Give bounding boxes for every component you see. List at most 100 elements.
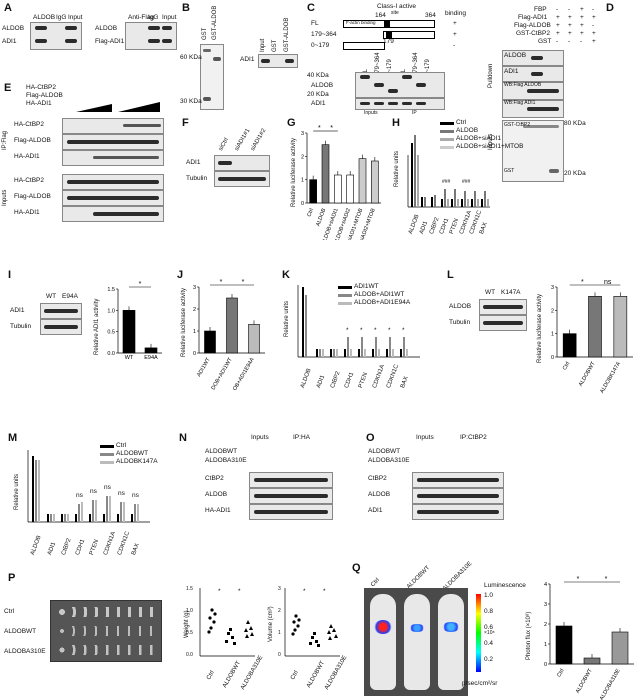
row-label: ALDOB [504, 52, 527, 59]
western-blot [502, 82, 564, 100]
construct-bar [383, 31, 435, 39]
condition-label: FBP [534, 6, 547, 13]
western-blot [502, 66, 564, 82]
legend-entry: ALDOB+siADI1 [456, 135, 501, 142]
condition-label: Flag-ADI1 [518, 14, 548, 21]
row-label: Flag-ADI1 [95, 38, 125, 45]
y-tick-label: 2 [551, 308, 554, 314]
bar [334, 174, 342, 204]
panel-label: J [177, 269, 184, 281]
col-label: E94A [62, 293, 78, 300]
significance-star: * [220, 279, 223, 286]
western-blot [62, 206, 164, 222]
row-label: ALDOB [95, 25, 118, 32]
y-tick: 0 [278, 652, 281, 658]
bar [204, 330, 216, 354]
construct-bar: F-actin binding [343, 20, 435, 28]
residue-number: 164 [375, 12, 386, 19]
bar [309, 179, 317, 204]
western-blot [249, 504, 333, 520]
panel-f: F siCtrl siADI1#1 siADI1#2 ADI1 Tubulin [180, 115, 280, 190]
residue-number: 179 [383, 38, 394, 45]
construct-name: 179~364 [311, 31, 337, 38]
condition-label: ALDOBWT [368, 448, 401, 455]
panel-i: I WT E94A ADI1 Tubulin Relative ADI1 act… [0, 265, 170, 390]
significance: ns [104, 484, 111, 491]
col-label: siADI1#2 [250, 127, 268, 152]
x-tick-label: ALDOBWT [578, 360, 597, 387]
x-tick-label: WT [125, 355, 134, 361]
construct-name: FL [311, 20, 319, 27]
row-label: HA-CtBP2 [14, 121, 44, 128]
row-label: HA-ADI1 [14, 209, 40, 216]
bar [611, 631, 629, 665]
row-label: WB:Flag ADI1 [504, 100, 536, 106]
panel-a: A ALDOB IgG Input ALDOB ADI1 Anti-Flag I… [0, 0, 177, 60]
panel-label: E [4, 82, 12, 94]
domain-title: Class-I active [377, 3, 417, 10]
domain-site: site [391, 10, 399, 16]
x-tick-label: Ctrl [556, 668, 565, 678]
y-tick: 2 [278, 608, 281, 614]
bar [321, 144, 330, 204]
bar [555, 625, 573, 665]
y-tick-label: 0.0 [107, 351, 115, 357]
binding-header: binding [445, 10, 466, 17]
condition-label: ALDOBA310E [205, 457, 247, 464]
y-tick-label: 1 [301, 178, 304, 184]
y-tick: 1 [278, 630, 281, 636]
legend-entry: ALDOBK147A [116, 458, 158, 465]
scatter-plots [199, 588, 340, 657]
panel-label: A [4, 2, 12, 14]
side-label: IP:Flag [2, 130, 8, 150]
bar [562, 333, 577, 358]
panel-b: B GST GST-ALDOB 60 KDa 30 KDa Input GST … [180, 0, 298, 110]
panel-c: C Class-I active site binding 164 364 17… [305, 0, 475, 110]
condition-label: HA-CtBP2 [26, 84, 56, 91]
western-blot [502, 100, 564, 118]
bar-chart [407, 135, 490, 208]
row-label: ALDOBWT [4, 628, 37, 635]
significance: * [374, 327, 377, 334]
significance-star: * [318, 125, 321, 132]
binding-sign: - [453, 42, 456, 49]
row-label: ADI1 [368, 507, 383, 514]
western-blot [479, 315, 527, 331]
significance: * [303, 588, 306, 595]
y-tick-label: 3 [301, 131, 304, 137]
y-tick: 0.5 [186, 630, 193, 636]
mw-marker: 20 KDa [564, 170, 586, 177]
row-label: Flag-ALDOB [14, 193, 51, 200]
panel-label: G [287, 117, 296, 129]
col-label: siADI1#1 [234, 127, 252, 152]
western-blot [30, 22, 82, 50]
mw-marker: 20 KDa [307, 91, 329, 98]
significance-star: * [605, 576, 608, 583]
row-label: ALDOB [205, 491, 228, 498]
western-blot [40, 319, 82, 335]
western-blot [355, 72, 445, 98]
colorbar-tick: 1.0 [484, 592, 494, 599]
bar [358, 158, 367, 204]
legend-entry: Ctrl [116, 442, 127, 449]
tumor-photo [50, 600, 162, 662]
significance: ns [90, 488, 97, 495]
row-label: ALDOB [2, 25, 25, 32]
row-label: ADI1 [240, 56, 255, 63]
col-label: siCtrl [218, 137, 231, 152]
y-tick-label: 1 [551, 332, 554, 338]
col-label: GST [272, 39, 278, 52]
y-tick-label: 1.5 [107, 287, 115, 293]
group-head: IP:HA [293, 434, 310, 441]
panel-k: K Relative units ADI1WT ALDOB+ADI1WT ALD… [280, 265, 430, 395]
mw-marker: 80 KDa [564, 120, 586, 127]
col-label: GST-ALDOB [284, 17, 290, 52]
y-tick-label: 2 [301, 154, 304, 160]
significance: * [402, 327, 405, 334]
group-label: IP [412, 110, 417, 116]
y-tick-label: 0 [544, 662, 547, 668]
colorbar-tick: 0.4 [484, 640, 494, 647]
panel-h: H Relative units Ctrl ALDOB ALDOB+siADI1… [390, 115, 523, 240]
bioluminescence-image [364, 588, 468, 696]
y-tick: 1.5 [186, 586, 193, 592]
